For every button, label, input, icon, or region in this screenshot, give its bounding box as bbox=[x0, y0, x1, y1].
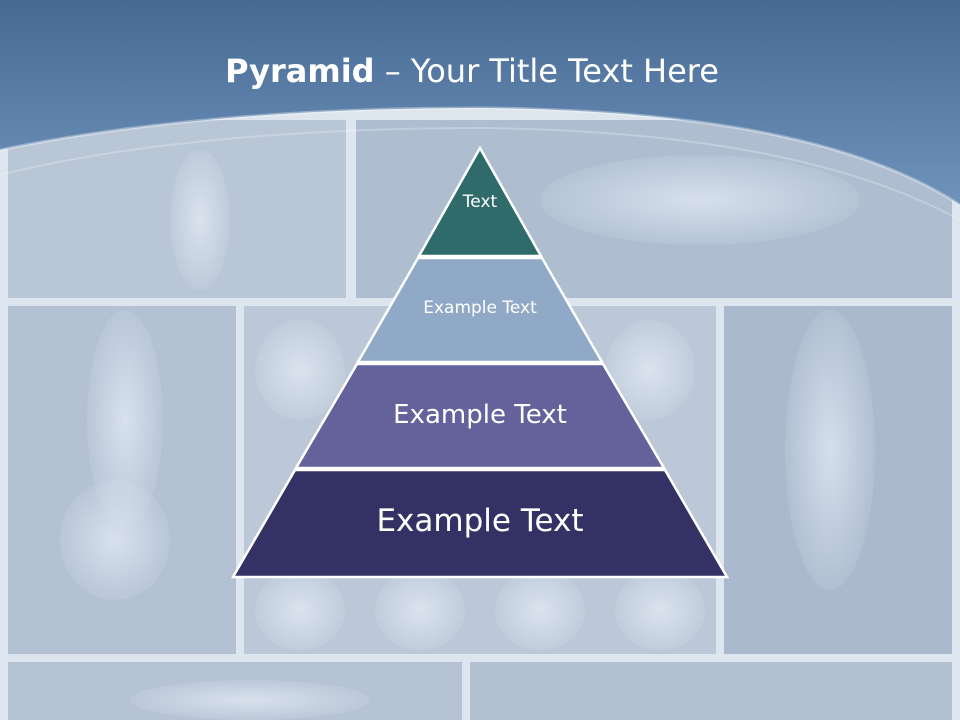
title-bold: Pyramid bbox=[225, 52, 375, 90]
slide-title: Pyramid – Your Title Text Here bbox=[0, 52, 944, 90]
title-rest: – Your Title Text Here bbox=[374, 52, 719, 90]
pyramid-level-4 bbox=[230, 468, 730, 579]
pyramid-level-3-label: Example Text bbox=[393, 400, 567, 430]
header-band bbox=[0, 0, 960, 205]
pyramid-level-3 bbox=[293, 362, 667, 470]
bone-shapes bbox=[60, 150, 875, 720]
pyramid-level-2-label: Example Text bbox=[423, 298, 537, 318]
pyramid-level-1-label: Text bbox=[462, 192, 498, 212]
pyramid-level-2 bbox=[355, 256, 605, 364]
pyramid-level-1 bbox=[416, 145, 544, 258]
pyramid-level-4-label: Example Text bbox=[376, 503, 584, 539]
